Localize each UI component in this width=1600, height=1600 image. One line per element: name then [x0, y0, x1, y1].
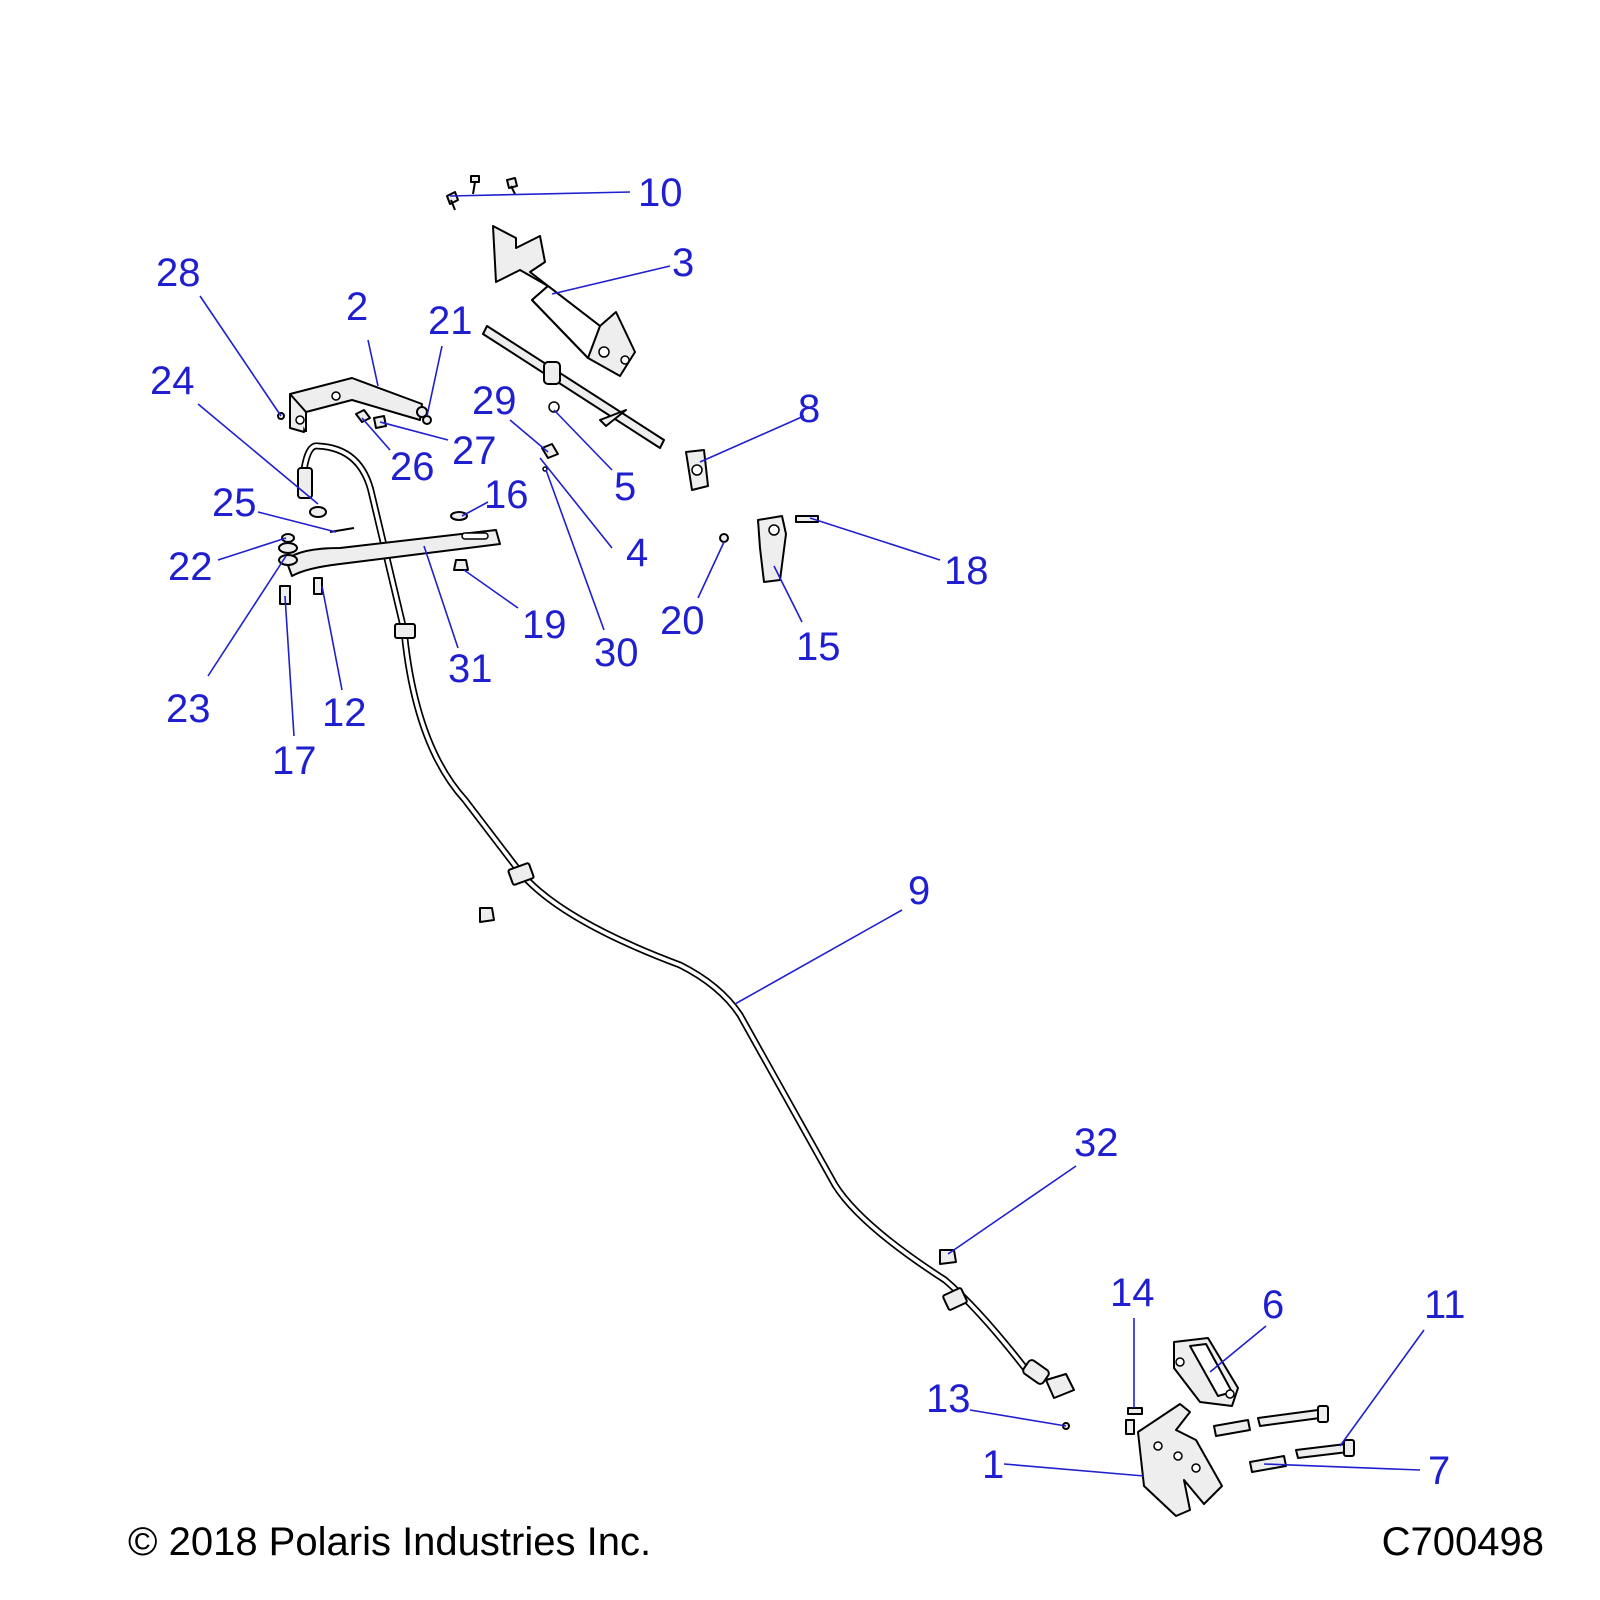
leader-30: [545, 469, 605, 631]
leader-2: [367, 339, 379, 387]
leader-11: [1339, 1329, 1425, 1447]
callout-25: 25: [212, 481, 257, 525]
leader-4: [539, 457, 613, 549]
callout-15: 15: [796, 625, 841, 669]
part-3-pedal-bracket: [492, 225, 636, 377]
leader-21: [426, 345, 443, 417]
leader-1: [1003, 1463, 1145, 1477]
part-10-bolts: [446, 175, 518, 211]
leader-13: [969, 1409, 1067, 1427]
part-6-brake-caliper: [1173, 1337, 1239, 1407]
callout-17: 17: [272, 739, 317, 783]
leader-9: [734, 909, 903, 1005]
leader-15: [773, 565, 803, 623]
callout-labels: 10 3 28 2 21 24 29 8 26 27 5 16 25 4 22 …: [150, 171, 1466, 1493]
part-32-clip: [939, 1249, 957, 1265]
part-8-clip: [685, 449, 709, 491]
leader-27: [379, 421, 449, 441]
leader-10: [449, 191, 631, 197]
leader-3: [551, 265, 671, 295]
callout-23: 23: [166, 687, 211, 731]
leader-8: [699, 415, 805, 463]
callout-9: 9: [908, 869, 930, 913]
leader-16: [461, 501, 489, 517]
leader-5: [553, 409, 613, 471]
leader-28: [199, 295, 282, 417]
callout-27: 27: [452, 429, 497, 473]
callout-5: 5: [614, 465, 636, 509]
cable-clip-loose: [479, 907, 495, 923]
part-11-bolts: [1257, 1405, 1355, 1459]
callout-28: 28: [156, 251, 201, 295]
part-15-pivot-block: [719, 515, 819, 583]
leader-22: [217, 537, 287, 561]
leader-31: [423, 545, 459, 649]
leader-24: [197, 403, 319, 505]
callout-11: 11: [1424, 1283, 1466, 1327]
leader-26: [361, 417, 391, 451]
leader-29: [509, 419, 549, 453]
callout-7: 7: [1428, 1449, 1450, 1493]
leader-23: [207, 555, 287, 677]
leader-12: [321, 585, 343, 691]
callout-24: 24: [150, 359, 195, 403]
callout-29: 29: [472, 379, 517, 423]
part-shaft-assembly: [482, 325, 665, 472]
callout-21: 21: [428, 299, 473, 343]
leader-17: [284, 595, 295, 737]
leader-25: [257, 511, 337, 533]
callout-4: 4: [626, 531, 648, 575]
callout-12: 12: [322, 691, 367, 735]
callout-8: 8: [798, 387, 820, 431]
part-2-bracket: [277, 377, 432, 433]
callout-6: 6: [1262, 1283, 1284, 1327]
leader-7: [1263, 1463, 1421, 1471]
callout-14: 14: [1110, 1271, 1155, 1315]
drawing-number: C700498: [1381, 1520, 1544, 1564]
leader-6: [1209, 1325, 1267, 1373]
callout-32: 32: [1074, 1121, 1119, 1165]
callout-26: 26: [390, 445, 435, 489]
callout-13: 13: [926, 1377, 971, 1421]
callout-1: 1: [982, 1443, 1004, 1487]
copyright-notice: © 2018 Polaris Industries Inc.: [128, 1520, 652, 1564]
leader-32: [947, 1165, 1077, 1255]
callout-16: 16: [484, 473, 529, 517]
part-31-lever: [278, 506, 501, 605]
callout-19: 19: [522, 603, 567, 647]
callout-3: 3: [672, 241, 694, 285]
part-1-mount-bracket: [1062, 1403, 1223, 1517]
callout-30: 30: [594, 631, 639, 675]
leader-20: [697, 541, 725, 599]
leader-19: [463, 569, 519, 609]
leader-18: [809, 517, 941, 561]
callout-22: 22: [168, 545, 213, 589]
callout-2: 2: [346, 285, 368, 329]
callout-31: 31: [448, 647, 493, 691]
callout-20: 20: [660, 599, 705, 643]
callout-18: 18: [944, 549, 989, 593]
callout-10: 10: [638, 171, 683, 215]
leader-lines: [197, 191, 1425, 1477]
